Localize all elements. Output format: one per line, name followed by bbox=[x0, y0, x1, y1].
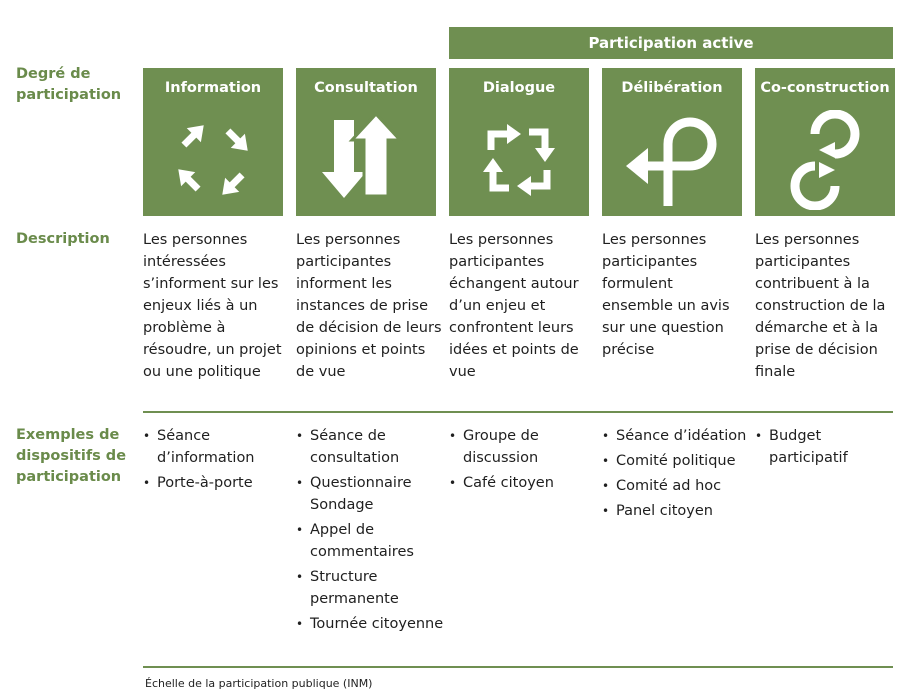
description-row-label: Description bbox=[16, 231, 110, 247]
active-participation-banner: Participation active bbox=[449, 27, 893, 59]
list-item: Tournée citoyenne bbox=[296, 613, 444, 635]
examples-co-construction: Budget participatif bbox=[755, 425, 900, 472]
list-item: Séance de consultation bbox=[296, 425, 444, 469]
list-item: Budget participatif bbox=[755, 425, 900, 469]
description-dialogue: Les personnes participantes échangent au… bbox=[449, 232, 579, 380]
arrow-loop-icon bbox=[626, 117, 717, 206]
card-dialogue: Dialogue bbox=[449, 68, 589, 216]
list-item: Séance d’information bbox=[143, 425, 291, 469]
card-title: Délibération bbox=[621, 80, 723, 96]
degree-row-label: Degré de participation bbox=[16, 66, 122, 103]
card-information: Information bbox=[143, 68, 283, 216]
list-item: Séance d’idéation bbox=[602, 425, 750, 447]
examples-dialogue: Groupe de discussion Café citoyen bbox=[449, 425, 597, 497]
arrows-cycle-icon bbox=[483, 124, 555, 196]
divider-rule bbox=[143, 411, 893, 413]
card-title: Consultation bbox=[314, 80, 418, 96]
list-item: Comité ad hoc bbox=[602, 475, 750, 497]
list-item: Appel de commentaires bbox=[296, 519, 444, 563]
examples-deliberation: Séance d’idéation Comité politique Comit… bbox=[602, 425, 750, 525]
card-title: Co-construction bbox=[760, 80, 890, 96]
arrows-interlock-icon bbox=[790, 110, 860, 210]
description-co-construction: Les personnes participantes contribuent … bbox=[755, 232, 886, 380]
arrows-up-down-icon bbox=[322, 111, 404, 198]
card-co-construction: Co-construction bbox=[755, 68, 895, 216]
list-item: Porte-à-porte bbox=[143, 472, 291, 494]
description-information: Les personnes intéressées s’informent su… bbox=[143, 232, 282, 380]
list-item: Groupe de discussion bbox=[449, 425, 597, 469]
description-deliberation: Les personnes participantes formulent en… bbox=[602, 232, 730, 358]
list-item: Structure permanente bbox=[296, 566, 444, 610]
list-item: Questionnaire Sondage bbox=[296, 472, 444, 516]
list-item: Café citoyen bbox=[449, 472, 597, 494]
list-item: Panel citoyen bbox=[602, 500, 750, 522]
card-deliberation: Délibération bbox=[602, 68, 742, 216]
description-consultation: Les personnes participantes informent le… bbox=[296, 232, 442, 380]
figure-caption: Échelle de la participation publique (IN… bbox=[145, 677, 373, 690]
bottom-rule bbox=[143, 666, 893, 668]
list-item: Comité politique bbox=[602, 450, 750, 472]
card-title: Dialogue bbox=[482, 80, 556, 96]
card-consultation: Consultation bbox=[296, 68, 436, 216]
card-title: Information bbox=[164, 80, 262, 96]
examples-consultation: Séance de consultation Questionnaire Son… bbox=[296, 425, 444, 638]
examples-row-label: Exemples de dispositifs de participation bbox=[16, 427, 127, 485]
arrows-outward-icon bbox=[178, 125, 248, 195]
examples-information: Séance d’information Porte-à-porte bbox=[143, 425, 291, 497]
